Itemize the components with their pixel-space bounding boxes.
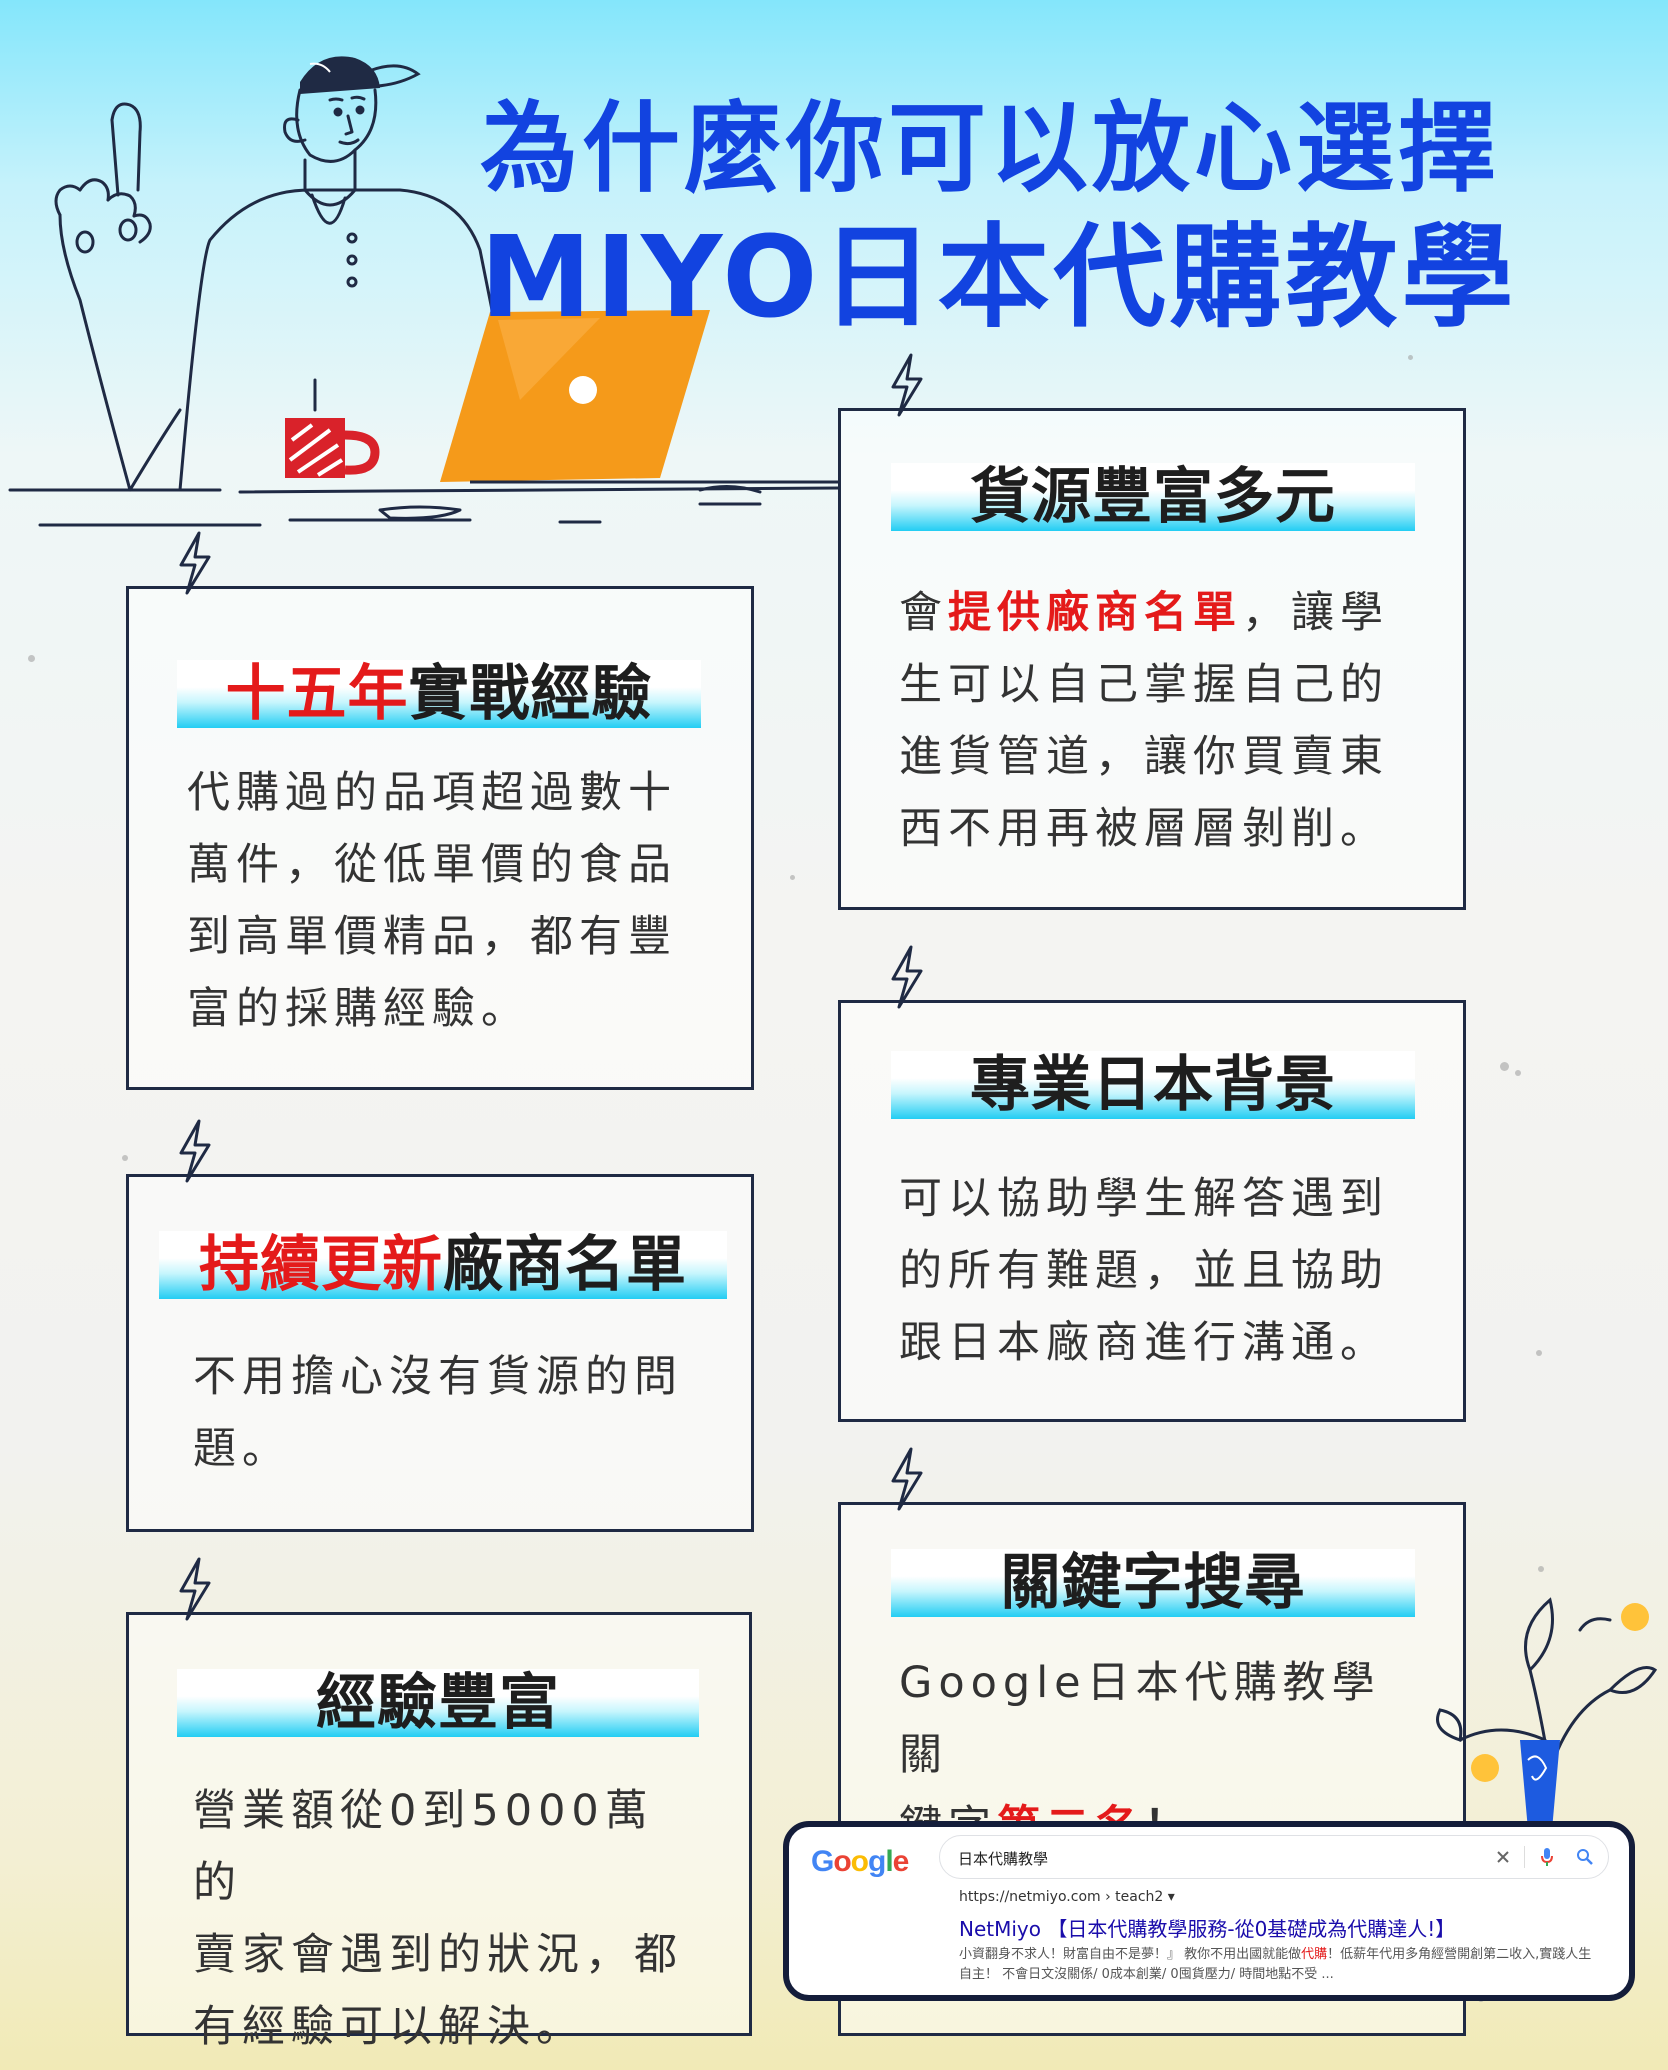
search-icon[interactable]	[1576, 1848, 1594, 1866]
search-query: 日本代購教學	[958, 1850, 1049, 1868]
lightning-icon	[179, 1119, 211, 1183]
card-heading: 貨源豐富多元	[891, 463, 1415, 531]
body-line: 可以協助學生解答遇到	[899, 1174, 1389, 1224]
body-text: ，讓學	[1242, 588, 1389, 638]
result-snippet: 小資翻身不求人！財富自由不是夢！』 教你不用出國就能做代購！低薪年代用多角經營開…	[959, 1947, 1592, 1982]
lightning-icon	[891, 1447, 923, 1511]
lightning-icon	[179, 1557, 211, 1621]
card-heading: 專業日本背景	[891, 1051, 1415, 1119]
heading-text: 關鍵字搜尋	[1000, 1548, 1306, 1618]
body-line: 代購過的品項超過數十	[187, 768, 677, 818]
divider	[1524, 1846, 1525, 1868]
body-line: 西不用再被層層剝削。	[899, 804, 1389, 854]
lightning-icon	[179, 531, 211, 595]
body-line: 有經驗可以解決。	[193, 2002, 585, 2052]
card-vendor-list: 持續更新廠商名單 不用擔心沒有貨源的問 題。	[126, 1119, 754, 1532]
card-heading: 關鍵字搜尋	[891, 1549, 1415, 1617]
card-body: 可以協助學生解答遇到 的所有難題，並且協助 跟日本廠商進行溝通。	[899, 1163, 1413, 1379]
body-highlight: 提供廠商名單	[948, 588, 1242, 638]
body-line: 到高單價精品，都有豐	[187, 912, 677, 962]
card-body: 會提供廠商名單，讓學 生可以自己掌握自己的 進貨管道，讓你買賣東 西不用再被層層…	[899, 577, 1413, 865]
body-line: 生可以自己掌握自己的	[899, 660, 1389, 710]
heading-text: 實戰經驗	[408, 659, 653, 729]
card-body: 不用擔心沒有貨源的問 題。	[193, 1341, 701, 1485]
body-line: 會提供廠商名單，讓學	[899, 577, 1413, 649]
result-title-link[interactable]: NetMiyo 【日本代購教學服務-從0基礎成為代購達人!】	[959, 1917, 1456, 1941]
heading-text: 貨源豐富多元	[970, 462, 1336, 532]
google-logo: Google	[811, 1845, 909, 1878]
body-line: 不用擔心沒有貨源的問	[193, 1352, 683, 1402]
body-line: Google日本代購教學關	[899, 1658, 1381, 1780]
body-line: 賣家會遇到的狀況，都	[193, 1930, 683, 1980]
body-line: 營業額從0到5000萬的	[193, 1786, 654, 1908]
card-heading: 十五年實戰經驗	[177, 660, 701, 728]
lightning-icon	[891, 353, 923, 417]
card-rich-experience: 經驗豐富 營業額從0到5000萬的 賣家會遇到的狀況，都 有經驗可以解決。	[126, 1557, 752, 2052]
body-line: 的所有難題，並且協助	[899, 1246, 1389, 1296]
heading-highlight: 持續更新	[199, 1230, 443, 1300]
body-line: 萬件，從低單價的食品	[187, 840, 677, 890]
body-line: 跟日本廠商進行溝通。	[899, 1318, 1389, 1368]
card-sources: 貨源豐富多元 會提供廠商名單，讓學 生可以自己掌握自己的 進貨管道，讓你買賣東 …	[838, 353, 1466, 910]
body-text: 會	[899, 588, 948, 638]
clear-icon[interactable]	[1496, 1850, 1510, 1864]
heading-text: 經驗豐富	[316, 1668, 560, 1738]
google-search-screenshot: Google 日本代購教學 https://netmiyo.com › teac…	[783, 1821, 1635, 2001]
page-title-line-2: MIYO日本代購教學	[480, 213, 1518, 343]
google-search-input[interactable]: 日本代購教學	[939, 1835, 1609, 1879]
card-heading: 經驗豐富	[177, 1669, 699, 1737]
page-title-line-1: 為什麼你可以放心選擇	[480, 92, 1501, 206]
heading-highlight: 十五年	[225, 659, 409, 729]
card-background: 專業日本背景 可以協助學生解答遇到 的所有難題，並且協助 跟日本廠商進行溝通。	[838, 945, 1466, 1422]
lightning-icon	[891, 945, 923, 1009]
body-line: 富的採購經驗。	[187, 984, 530, 1034]
body-line: 題。	[193, 1424, 291, 1474]
heading-text: 專業日本背景	[970, 1050, 1336, 1120]
result-url: https://netmiyo.com › teach2 ▾	[959, 1889, 1175, 1905]
heading-text: 廠商名單	[443, 1230, 687, 1300]
plant-illustration	[1436, 1597, 1658, 1830]
card-experience: 十五年實戰經驗 代購過的品項超過數十 萬件，從低單價的食品 到高單價精品，都有豐…	[126, 531, 754, 1090]
card-heading: 持續更新廠商名單	[159, 1231, 727, 1299]
body-line: 進貨管道，讓你買賣東	[899, 732, 1389, 782]
card-body: 代購過的品項超過數十 萬件，從低單價的食品 到高單價精品，都有豐 富的採購經驗。	[187, 757, 701, 1045]
illustration	[8, 56, 840, 527]
card-body: 營業額從0到5000萬的 賣家會遇到的狀況，都 有經驗可以解決。	[193, 1775, 699, 2063]
microphone-icon[interactable]	[1540, 1847, 1554, 1867]
